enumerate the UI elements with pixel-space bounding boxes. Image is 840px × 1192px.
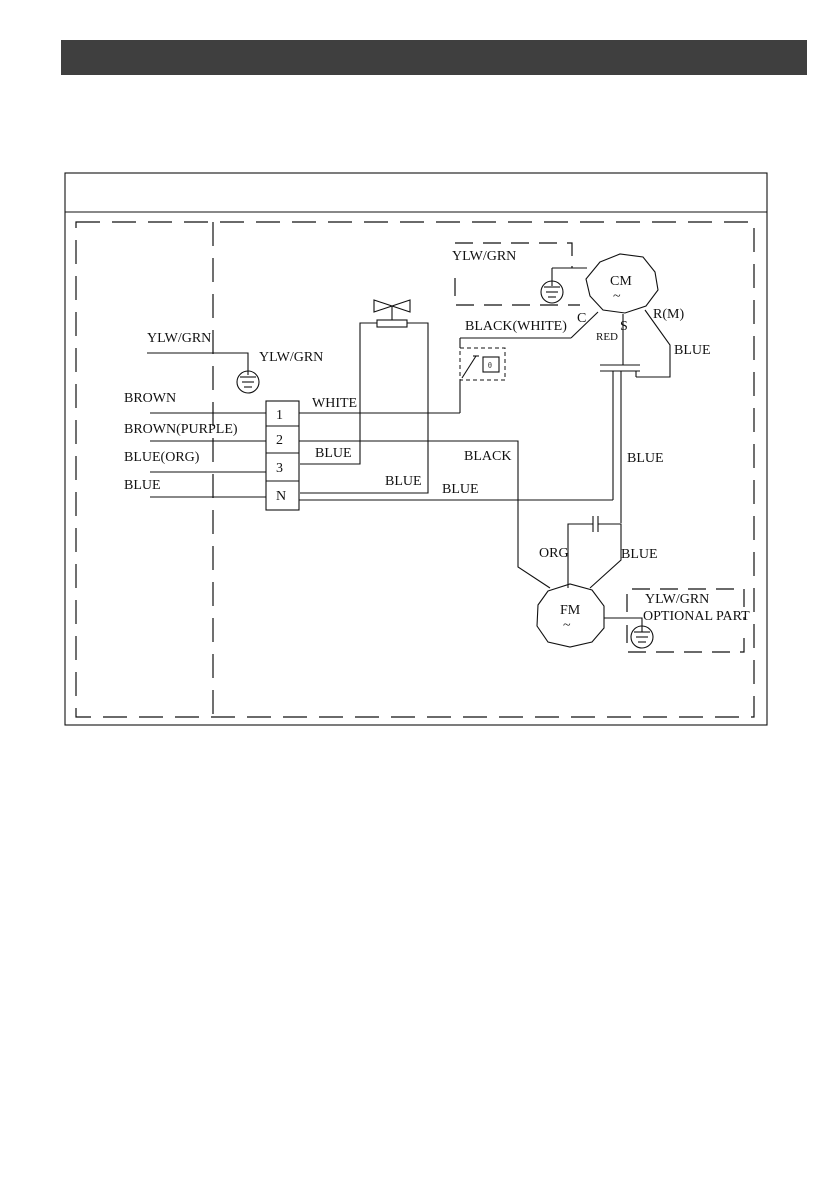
cm-ground-box-bottom xyxy=(454,278,580,306)
ground-icon-optional xyxy=(630,625,654,649)
optional-box-top xyxy=(626,588,745,620)
label-r-m: R(M) xyxy=(653,307,684,322)
label-ylw-grn-opt: YLW/GRN xyxy=(645,592,709,607)
terminal-block: 1 2 3 N xyxy=(265,400,300,511)
label-blue-left: BLUE xyxy=(124,478,161,493)
label-cm-tilde: ~ xyxy=(613,289,621,304)
thermal-mark: θ xyxy=(488,361,492,370)
label-black-white: BLACK(WHITE) xyxy=(465,319,567,334)
compressor-motor xyxy=(585,253,659,314)
wire-valve-left xyxy=(300,322,377,465)
terminal-n: N xyxy=(276,489,286,504)
overload-protector: θ xyxy=(459,338,506,381)
terminal-1: 1 xyxy=(276,408,283,423)
label-blue-lower: BLUE xyxy=(442,482,479,497)
ground-icon-left xyxy=(236,370,260,394)
run-capacitor xyxy=(600,364,640,377)
fan-capacitor xyxy=(567,516,622,589)
label-ylw-grn-left2: YLW/GRN xyxy=(259,350,323,365)
diagram-border xyxy=(64,172,768,726)
wire-out-2-black xyxy=(299,440,551,589)
label-blue-t3: BLUE xyxy=(315,446,352,461)
label-blue-tn: BLUE xyxy=(385,474,422,489)
label-s: S xyxy=(620,319,628,334)
label-red: RED xyxy=(596,331,618,343)
label-blue-org: BLUE(ORG) xyxy=(124,450,200,465)
label-blue-mid-right: BLUE xyxy=(627,451,664,466)
optional-box-bottom xyxy=(626,625,745,653)
label-ylw-grn-left: YLW/GRN xyxy=(147,331,211,346)
wire-cm-c xyxy=(570,311,599,339)
ground-wire-optional xyxy=(604,617,643,626)
header-bar xyxy=(61,40,807,75)
valve-icon xyxy=(373,299,411,328)
label-brown-purple: BROWN(PURPLE) xyxy=(124,422,238,437)
label-blue-right: BLUE xyxy=(674,343,711,358)
label-fm-tilde: ~ xyxy=(563,618,571,633)
cm-ground-box xyxy=(455,242,573,268)
unit-boundary xyxy=(75,221,755,718)
label-fm: FM xyxy=(560,603,581,618)
terminal-3: 3 xyxy=(276,461,283,476)
label-ylw-grn-top: YLW/GRN xyxy=(452,249,516,264)
label-blue-fm: BLUE xyxy=(621,547,658,562)
terminal-2: 2 xyxy=(276,433,283,448)
fan-motor xyxy=(536,583,605,648)
ground-icon xyxy=(540,268,564,304)
label-c: C xyxy=(577,311,586,326)
label-cm: CM xyxy=(610,274,632,289)
ground-wire-left xyxy=(147,352,249,375)
label-white: WHITE xyxy=(312,396,357,411)
label-brown: BROWN xyxy=(124,391,176,406)
label-black-mid: BLACK xyxy=(464,449,511,464)
wire-cm-r xyxy=(636,309,671,378)
label-org: ORG xyxy=(539,546,569,561)
wire-valve-right xyxy=(300,322,429,494)
label-optional-part: OPTIONAL PART xyxy=(643,609,750,624)
